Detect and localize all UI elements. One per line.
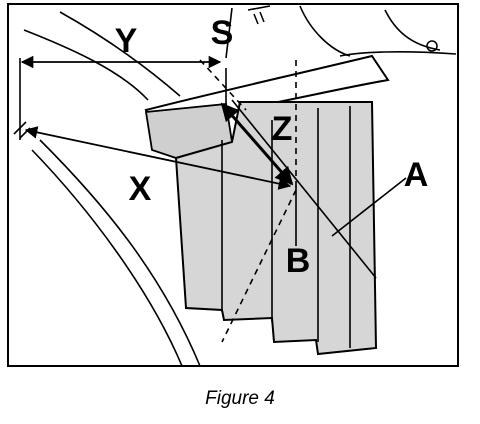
- label-s: S: [211, 14, 234, 52]
- construction-lines: [199, 59, 297, 343]
- dimension-z-arrow: [220, 102, 294, 186]
- figure-frame: [7, 3, 459, 367]
- datum-line: [13, 58, 31, 140]
- figure-caption: Figure 4: [205, 388, 275, 409]
- label-y: Y: [115, 22, 138, 60]
- label-a: A: [404, 156, 429, 194]
- detail-marks: [253, 11, 438, 52]
- label-b: B: [286, 242, 311, 280]
- label-z: Z: [272, 110, 293, 148]
- label-x: X: [129, 170, 152, 208]
